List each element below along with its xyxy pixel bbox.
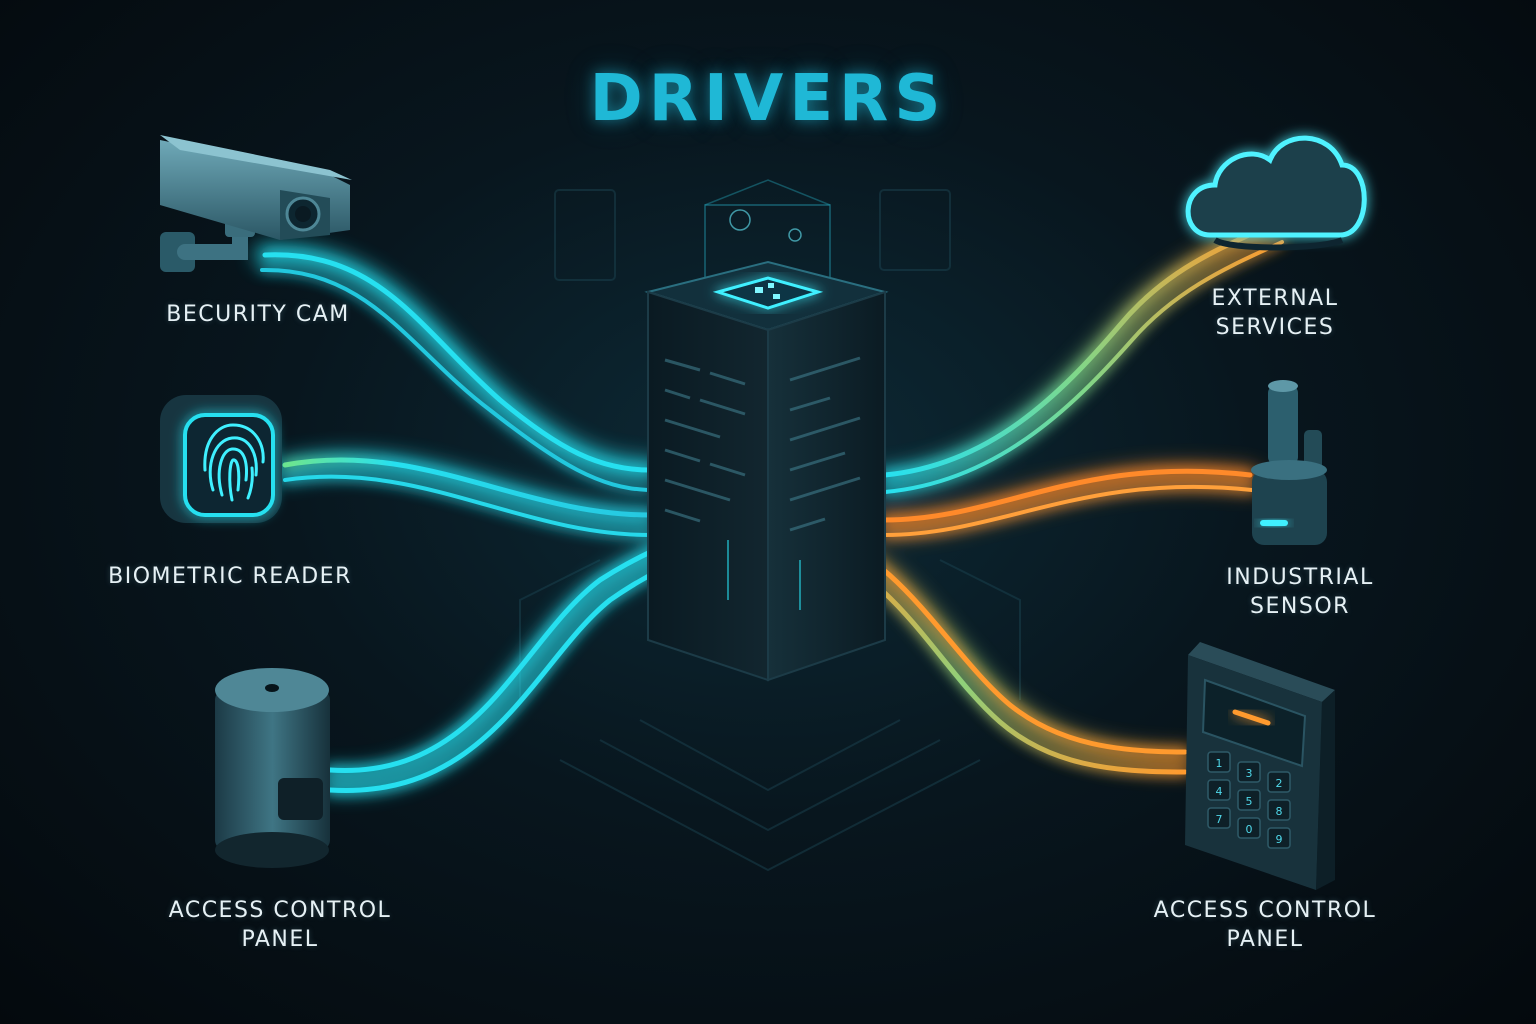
cable-security-cam — [262, 252, 653, 473]
background-circuitry — [519, 189, 1021, 872]
svg-text:2: 2 — [1276, 777, 1283, 790]
svg-text:8: 8 — [1276, 805, 1283, 818]
label-security-cam: BECURITY CAM — [166, 302, 350, 327]
keypad-key: 8 — [1267, 799, 1291, 821]
svg-text:0: 0 — [1246, 823, 1253, 836]
sensor-icon — [1251, 380, 1327, 545]
label-access-control-right: ACCESS CONTROL PANEL — [1153, 898, 1377, 952]
keypad-keys: 1 3 2 4 5 8 7 0 9 — [1207, 751, 1291, 849]
cable-biometric-reader — [282, 457, 653, 518]
keypad-icon: 1 3 2 4 5 8 7 0 9 — [1185, 642, 1335, 890]
svg-text:4: 4 — [1216, 785, 1223, 798]
page-title: DRIVERS — [589, 62, 947, 136]
security-camera-icon — [160, 135, 352, 272]
svg-text:9: 9 — [1276, 833, 1283, 846]
svg-text:3: 3 — [1246, 767, 1253, 780]
keypad-key: 9 — [1267, 827, 1291, 849]
keypad-key: 0 — [1237, 817, 1261, 839]
keypad-key: 7 — [1207, 807, 1231, 829]
label-access-control-left: ACCESS CONTROL PANEL — [168, 898, 392, 952]
label-external-services: EXTERNAL SERVICES — [1211, 286, 1339, 340]
cable-external-services — [882, 222, 1273, 478]
svg-text:7: 7 — [1216, 813, 1223, 826]
fingerprint-icon — [160, 395, 282, 523]
svg-text:1: 1 — [1216, 757, 1223, 770]
keypad-key: 4 — [1207, 779, 1231, 801]
connection-cables — [260, 222, 1284, 793]
cylinder-device-icon — [215, 668, 330, 868]
svg-text:5: 5 — [1246, 795, 1253, 808]
cloud-icon — [1185, 135, 1367, 251]
cable-industrial-sensor — [882, 468, 1253, 523]
keypad-key: 2 — [1267, 771, 1291, 793]
keypad-key: 3 — [1237, 761, 1261, 783]
keypad-key: 5 — [1237, 789, 1261, 811]
label-industrial-sensor: INDUSTRIAL SENSOR — [1226, 565, 1374, 619]
keypad-key: 1 — [1207, 751, 1231, 773]
label-biometric-reader: BIOMETRIC READER — [108, 564, 352, 589]
server-tower-icon — [644, 179, 889, 682]
